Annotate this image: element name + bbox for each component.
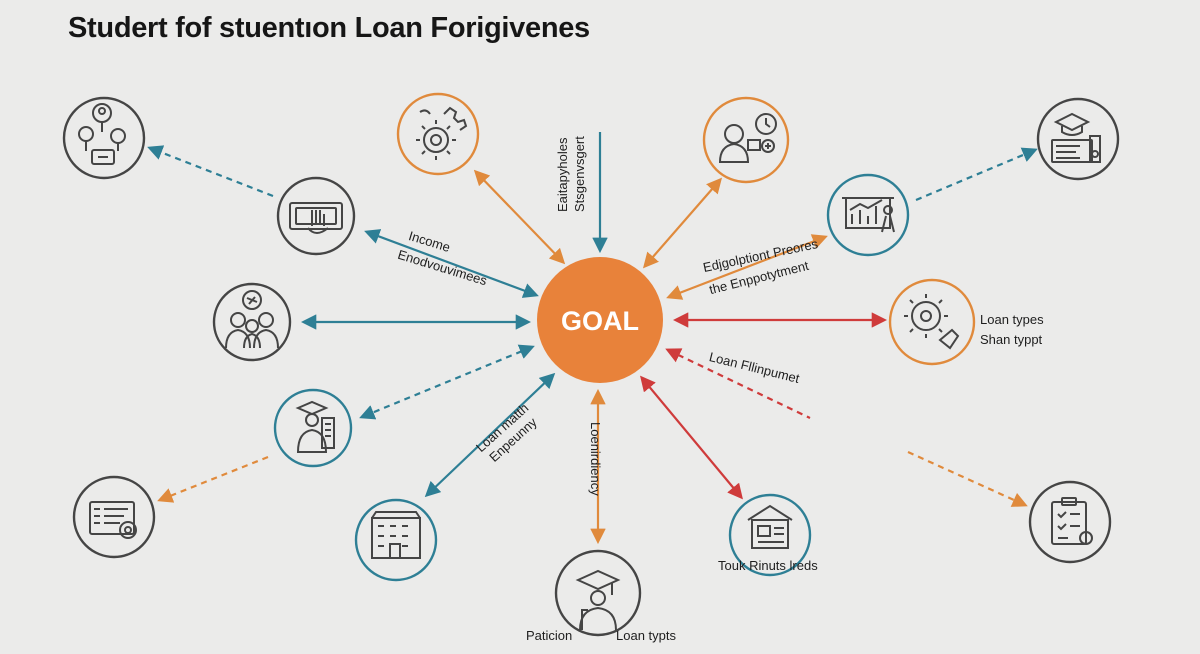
connector-dashed-teal-graduate — [359, 344, 535, 420]
connector-dashed-orange-form — [157, 455, 269, 503]
goal-label: GOAL — [561, 306, 639, 336]
connector-teal-income — [364, 229, 539, 298]
label-loan-types-line2: Shan typpt — [980, 332, 1043, 347]
label-vertical-bottom: Loenirdiency — [588, 422, 603, 496]
connector-dashed-orange-checklist — [907, 450, 1028, 507]
connector-orange-top-left — [473, 169, 566, 265]
form-gear-icon — [72, 475, 156, 559]
group-people-icon — [212, 282, 292, 362]
connector-dashed-red-fulfilment — [665, 348, 811, 419]
people-clock-icon — [702, 96, 790, 184]
page-title: Studert fof stuentıon Loan Forigivenes — [68, 12, 590, 44]
label-loan-types-bottom: Loan typts — [616, 628, 676, 643]
cash-hand-icon — [276, 176, 356, 256]
house-document-icon — [728, 493, 812, 577]
cap-certificate-icon — [1036, 97, 1120, 181]
label-top-line2: Stsgenvsgert — [572, 136, 587, 212]
label-patience: Paticion — [526, 628, 573, 643]
office-building-icon — [354, 498, 438, 582]
graduate-books-icon — [273, 388, 353, 468]
graduate-cap-icon — [554, 549, 642, 637]
label-tour-needs: Touk Rinuts lreds — [718, 558, 818, 573]
connector-dashed-teal-profiles — [147, 145, 274, 198]
connector-orange-employment — [666, 234, 828, 300]
connector-red-bottom-right — [640, 375, 743, 500]
connector-orange-top-right — [642, 177, 723, 269]
connector-dashed-teal-cap — [915, 147, 1038, 202]
label-loan-types-line1: Loan types — [980, 312, 1044, 327]
checklist-clipboard-icon — [1028, 480, 1112, 564]
gears-icon — [396, 92, 480, 176]
label-top-line1: Eaitapyholes — [555, 137, 570, 212]
goal-node: GOAL — [537, 257, 663, 383]
gear-hand-icon — [888, 278, 976, 366]
chart-presentation-icon — [826, 173, 910, 257]
people-network-icon — [62, 96, 146, 180]
